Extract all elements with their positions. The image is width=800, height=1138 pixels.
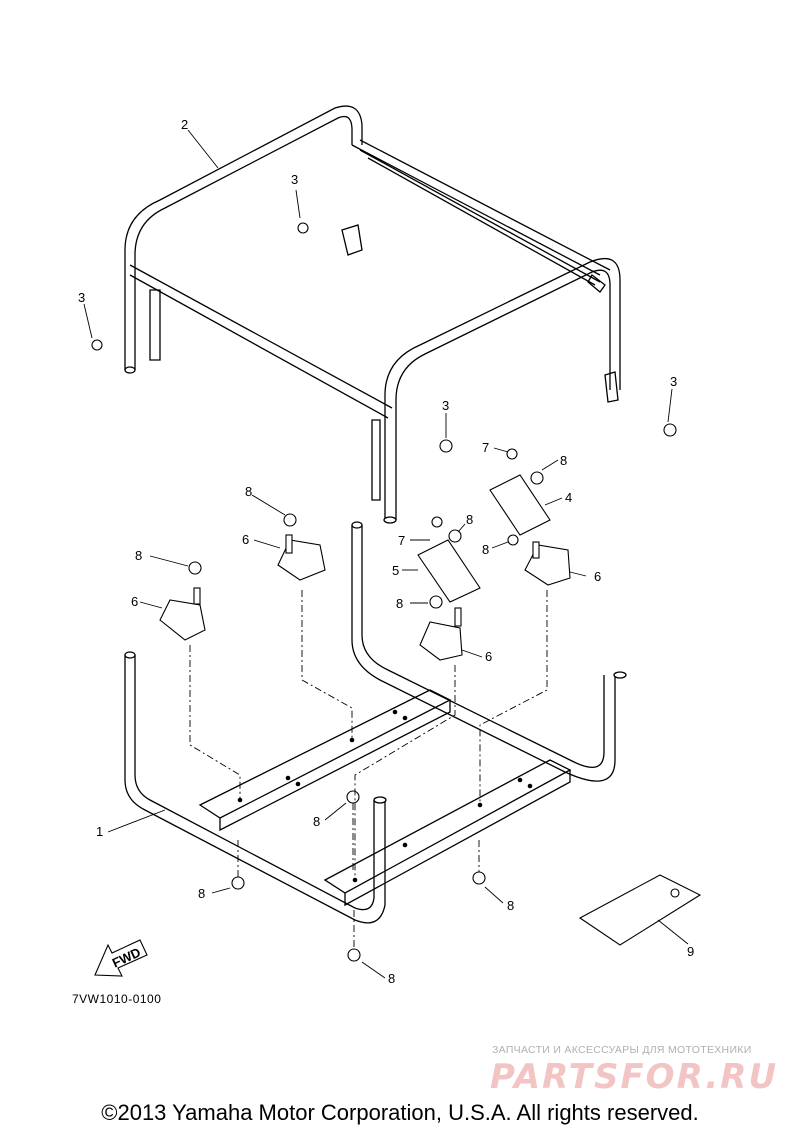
leader-lines [83, 129, 689, 979]
fwd-label: FWD [110, 945, 143, 971]
callout-3: 3 [78, 290, 85, 305]
callout-8: 8 [507, 898, 514, 913]
fwd-arrow-icon: FWD [94, 939, 148, 977]
callout-8: 8 [560, 453, 567, 468]
callout-6: 6 [594, 569, 601, 584]
figure-code: 7VW1010-0100 [72, 992, 162, 1006]
watermark-logo: PARTSFOR.RU [490, 1057, 779, 1097]
callout-6: 6 [131, 594, 138, 609]
callout-3: 3 [442, 398, 449, 413]
callout-8: 8 [388, 971, 395, 986]
callout-7: 7 [398, 533, 405, 548]
callout-labels: 2 3 3 3 3 7 8 4 8 8 6 7 8 8 5 6 6 8 6 8 … [78, 117, 694, 986]
callout-1: 1 [96, 824, 103, 839]
callout-8: 8 [466, 512, 473, 527]
copyright-notice: ©2013 Yamaha Motor Corporation, U.S.A. A… [101, 1100, 699, 1125]
callout-8: 8 [135, 548, 142, 563]
callout-8: 8 [313, 814, 320, 829]
callout-5: 5 [392, 563, 399, 578]
callout-7: 7 [482, 440, 489, 455]
callout-6: 6 [485, 649, 492, 664]
callout-6: 6 [242, 532, 249, 547]
callout-2: 2 [181, 117, 188, 132]
bracket-parts-4-5 [417, 474, 551, 603]
watermark-tagline: ЗАПЧАСТИ И АКСЕССУАРЫ ДЛЯ МОТОТЕХНИКИ [492, 1044, 752, 1056]
callout-8: 8 [482, 542, 489, 557]
rubber-mount-part-6 [159, 534, 571, 661]
lower-frame-part-1 [124, 521, 627, 924]
callout-3: 3 [670, 374, 677, 389]
bolts-and-nuts [91, 222, 677, 962]
callout-9: 9 [687, 944, 694, 959]
upper-frame-part-2 [124, 105, 621, 524]
assembly-lines [189, 590, 548, 949]
callout-3: 3 [291, 172, 298, 187]
callout-8: 8 [396, 596, 403, 611]
callout-4: 4 [565, 490, 572, 505]
tool-bag-part-9 [578, 874, 702, 946]
callout-8: 8 [245, 484, 252, 499]
callout-8: 8 [198, 886, 205, 901]
